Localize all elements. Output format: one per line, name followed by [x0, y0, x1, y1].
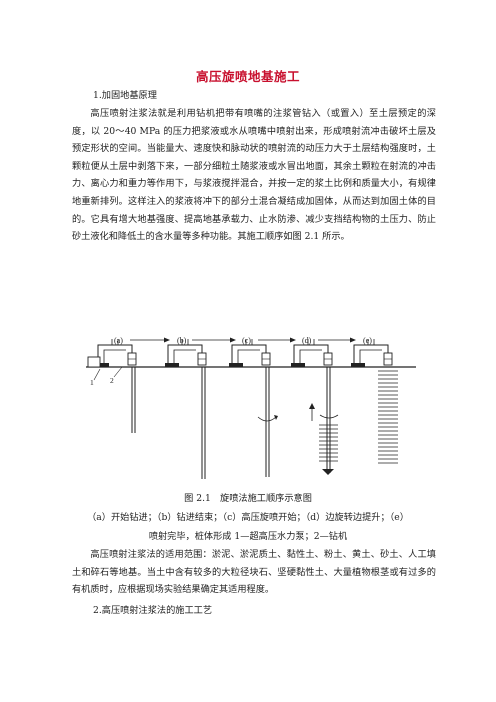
document-title: 高压旋喷地基施工 [195, 69, 300, 84]
paragraph-principle: 高压喷射注浆法就是利用钻机把带有喷嘴的注浆管钻入（或置入）至土层预定的深度，以 … [72, 108, 436, 243]
section-heading-2: 2.高压喷射注浆法的施工工艺 [93, 605, 213, 616]
paragraph-application-range: 高压喷射注浆法的适用范围：淤泥、淤泥质土、黏性土、粉土、黄土、砂土、人工填土和碎… [72, 549, 436, 596]
figure-caption-line-1: （a）开始钻进；（b）钻进结束；（c）高压旋喷开始；（d）边旋转边提升；（e） [87, 512, 409, 523]
stage-label-a: (a) [114, 336, 123, 345]
stage-b-rig [164, 338, 207, 479]
stage-labels: (a) (b) (c) (d) (e) [114, 336, 372, 345]
figure-caption-line-2: 喷射完毕，桩体形成 1—超高压水力泵；2—钻机 [148, 531, 348, 542]
stage-a-rig: 1 2 [87, 338, 137, 433]
stage-c-rig [228, 338, 278, 477]
figure-caption-title: 图 2.1 旋喷法施工顺序示意图 [184, 493, 312, 504]
stage-d-rig [290, 338, 339, 475]
construction-sequence-figure: (a) (b) (c) (d) (e) [86, 336, 416, 479]
callout-2: 2 [110, 376, 114, 385]
section-heading-1: 1.加固地基原理 [93, 90, 157, 101]
callout-1: 1 [90, 378, 94, 387]
stage-e-rig [350, 338, 398, 464]
stage-label-c: (c) [242, 336, 251, 345]
stage-label-d: (d) [302, 336, 312, 345]
